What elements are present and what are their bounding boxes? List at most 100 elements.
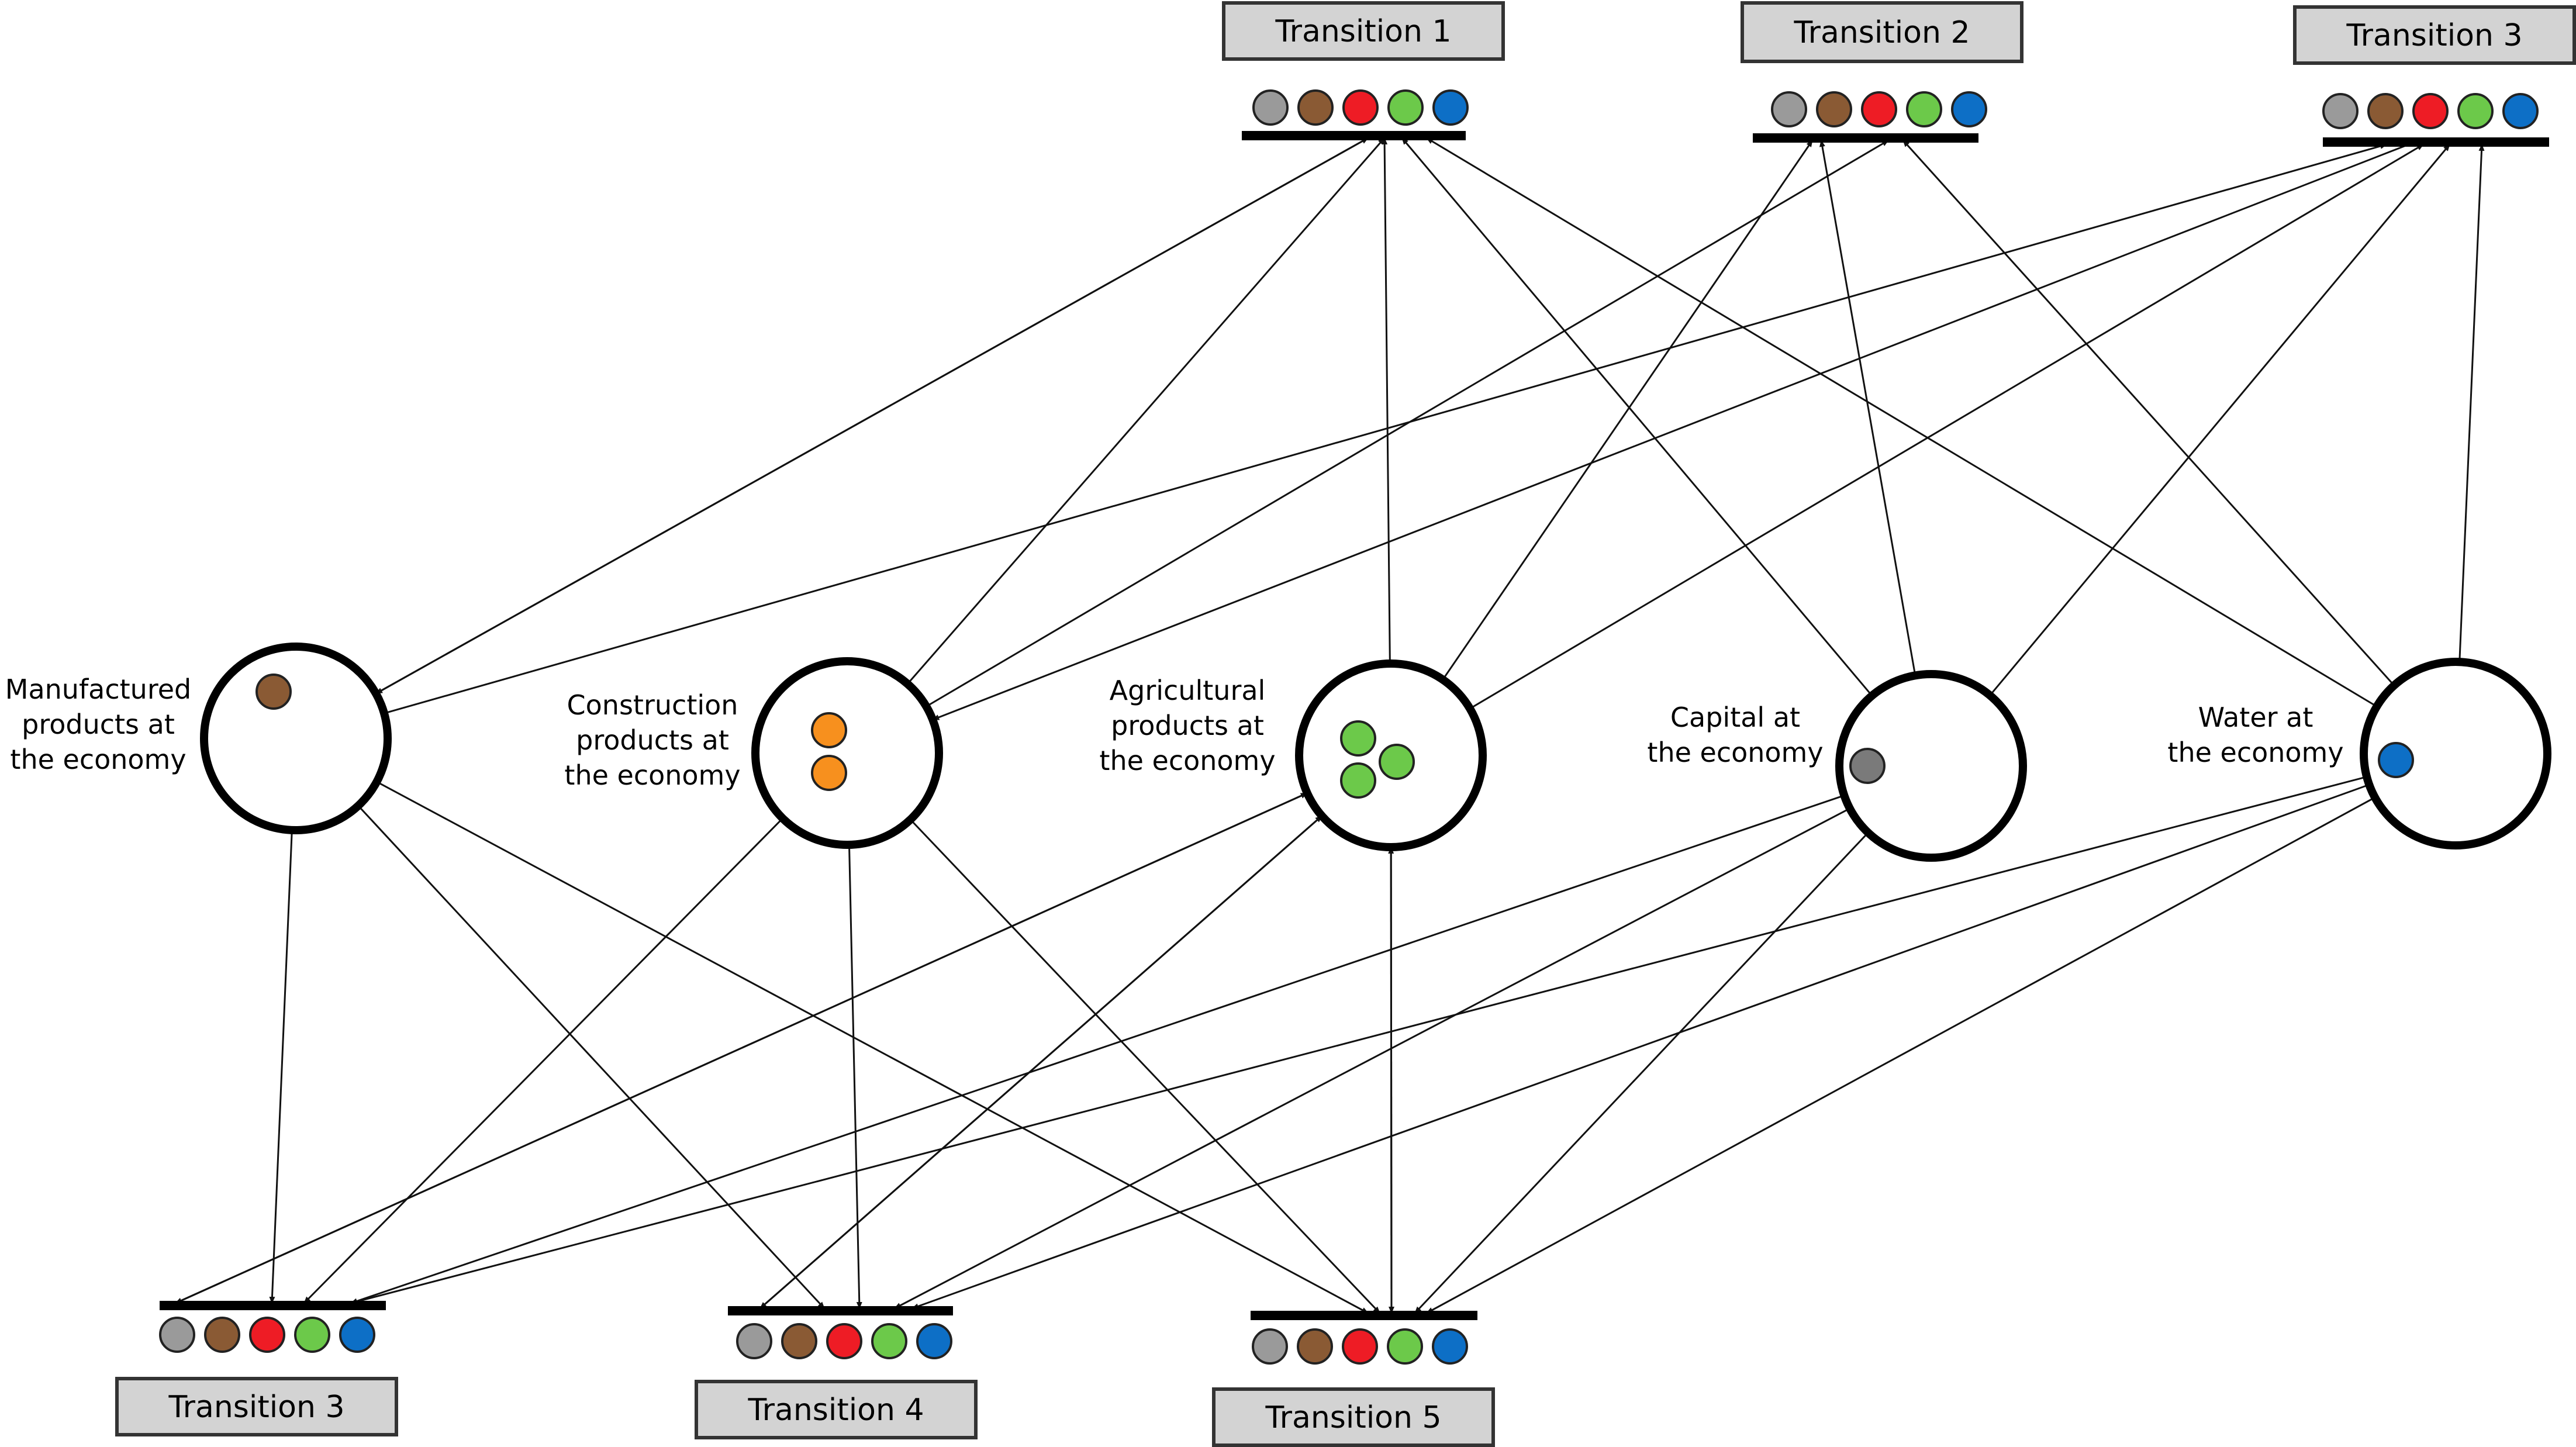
token-gray bbox=[1771, 91, 1807, 127]
transition-label-box bbox=[2293, 5, 2576, 65]
arc-P3-to-T1top bbox=[1382, 137, 1391, 664]
place-label-line: Construction bbox=[567, 689, 738, 721]
arc-P2-to-T5bot bbox=[910, 819, 1381, 1314]
token-blue bbox=[1951, 91, 1987, 127]
transition-label: Transition 3 bbox=[2346, 18, 2522, 53]
place-label-line: products at bbox=[22, 709, 175, 740]
place-label-line: products at bbox=[576, 724, 729, 756]
arc-P4-to-T1top bbox=[1401, 137, 1873, 696]
place-label-line: Agricultural bbox=[1110, 675, 1266, 706]
token-brown bbox=[1297, 1328, 1333, 1365]
token-red bbox=[1342, 89, 1379, 126]
place-label-line: products at bbox=[1111, 710, 1264, 741]
place-label: Capital at the economy bbox=[1647, 702, 1823, 768]
token-brown bbox=[1297, 89, 1334, 126]
arc-P2-to-T4bot bbox=[848, 844, 862, 1309]
token-orange bbox=[811, 712, 847, 748]
token-green bbox=[871, 1323, 907, 1359]
transition-T5bot[interactable]: Transition 5 bbox=[1212, 1311, 1495, 1447]
token-green bbox=[2457, 93, 2494, 129]
arc-P4-to-T2top bbox=[1819, 140, 1917, 676]
token-orange bbox=[811, 755, 847, 791]
token-green bbox=[1906, 91, 1942, 127]
nodes-layer: Transition 1 Transition 2 Transition 3 Tran… bbox=[5, 1, 2576, 1447]
token-red bbox=[249, 1317, 285, 1353]
arc-P1-to-T3top bbox=[384, 143, 2387, 714]
place-circle[interactable] bbox=[751, 657, 943, 849]
token-brown bbox=[204, 1317, 240, 1353]
token-green bbox=[1379, 744, 1415, 780]
place-label-line: the economy bbox=[10, 744, 186, 775]
token-brown bbox=[1816, 91, 1852, 127]
place-label-line: the economy bbox=[564, 759, 740, 791]
token-green bbox=[1387, 89, 1424, 126]
arc-P1-to-T3bot bbox=[269, 830, 293, 1304]
transition-label-box bbox=[695, 1380, 978, 1439]
arc-P5-to-T2top bbox=[1902, 139, 2395, 686]
token-gray bbox=[2322, 93, 2359, 129]
token-blue bbox=[1432, 89, 1469, 126]
transition-T1top[interactable]: Transition 1 bbox=[1222, 1, 1505, 140]
token-green bbox=[1340, 720, 1376, 757]
place-circle[interactable] bbox=[1835, 670, 2027, 862]
token-red bbox=[826, 1323, 862, 1359]
place-label-line: the economy bbox=[2167, 737, 2343, 768]
token-brown bbox=[255, 674, 292, 710]
arc-P5-to-T4bot bbox=[911, 783, 2370, 1310]
transition-T4bot[interactable]: Transition 4 bbox=[695, 1306, 978, 1439]
place-P4[interactable]: Capital at the economy bbox=[1647, 670, 2027, 862]
arc-P5-to-T3top bbox=[2458, 144, 2485, 662]
arc-P5-to-T5bot bbox=[1426, 796, 2375, 1314]
token-red bbox=[2412, 93, 2449, 129]
arc-P1-to-T4bot bbox=[357, 805, 826, 1310]
place-circle[interactable] bbox=[200, 643, 392, 834]
arc-P4-to-T3bot bbox=[350, 795, 1845, 1304]
transition-T3bot[interactable]: Transition 3 bbox=[115, 1301, 398, 1436]
arc-P3-to-T2top bbox=[1442, 140, 1814, 681]
arcs-layer bbox=[175, 137, 2485, 1314]
arc-P1-to-T5bot bbox=[376, 781, 1369, 1314]
token-blue bbox=[339, 1317, 375, 1353]
token-gray bbox=[1252, 1328, 1288, 1365]
transition-T2top[interactable]: Transition 2 bbox=[1741, 1, 2023, 143]
token-red bbox=[1861, 91, 1897, 127]
place-circle[interactable] bbox=[2360, 658, 2551, 849]
arc-P2-to-T3bot bbox=[303, 817, 783, 1304]
place-label-line: Capital at bbox=[1670, 702, 1800, 733]
token-gray bbox=[1252, 89, 1289, 126]
token-blue bbox=[1432, 1328, 1468, 1365]
transition-label: Transition 1 bbox=[1275, 14, 1451, 49]
token-dark_gray bbox=[1849, 748, 1886, 784]
arc-T1top-to-P1 bbox=[375, 137, 1369, 695]
arc-P3-to-T3bot bbox=[175, 792, 1308, 1304]
arc-P2-to-T1top bbox=[907, 137, 1386, 685]
token-blue bbox=[2378, 742, 2414, 778]
transition-label-box bbox=[1741, 1, 2023, 63]
token-brown bbox=[2367, 93, 2404, 129]
transition-T3top[interactable]: Transition 3 bbox=[2293, 5, 2576, 147]
arc-P4-to-T5bot bbox=[1414, 832, 1869, 1314]
place-label-line: the economy bbox=[1647, 737, 1823, 768]
token-green bbox=[1340, 762, 1376, 799]
token-blue bbox=[2502, 93, 2539, 129]
transition-label-box bbox=[1222, 1, 1505, 61]
transition-label: Transition 2 bbox=[1793, 15, 1970, 50]
token-green bbox=[1387, 1328, 1423, 1365]
transition-label: Transition 3 bbox=[168, 1390, 344, 1425]
token-blue bbox=[916, 1323, 952, 1359]
token-brown bbox=[781, 1323, 817, 1359]
transition-label-box bbox=[115, 1377, 398, 1436]
arc-P5-to-T3bot bbox=[350, 776, 2367, 1305]
transition-label-box bbox=[1212, 1387, 1495, 1447]
arc-P5-to-T1top bbox=[1426, 137, 2378, 707]
arc-P4-to-T3top bbox=[1989, 144, 2451, 696]
token-green bbox=[294, 1317, 330, 1353]
